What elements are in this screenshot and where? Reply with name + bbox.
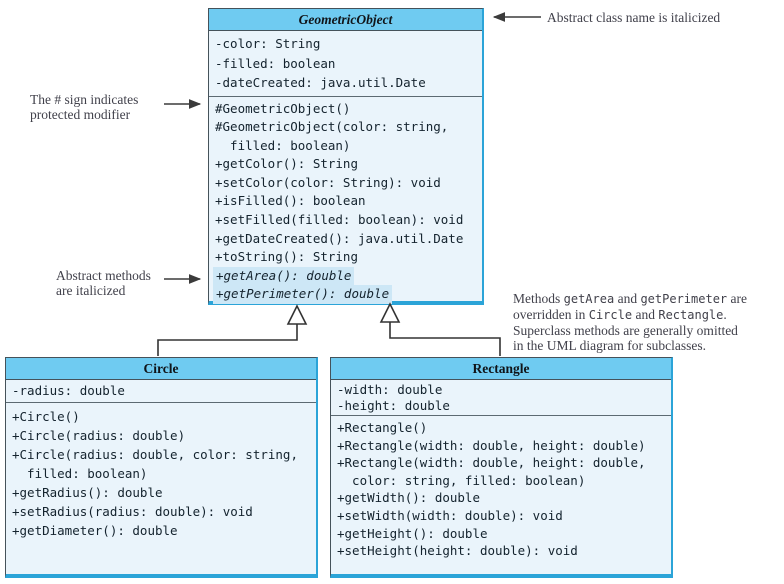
annotation-override-note: Methods getArea and getPerimeter are ove… xyxy=(513,291,784,353)
method-line: +getDiameter(): double xyxy=(12,523,178,538)
field-line: -width: double xyxy=(337,382,443,397)
field-line: -radius: double xyxy=(12,383,125,398)
annotation-protected-modifier: The # sign indicates protected modifier xyxy=(30,92,138,122)
class-title-geometricobject: GeometricObject xyxy=(209,9,482,31)
annotation-line: are italicized xyxy=(56,283,126,298)
annotation-abstract-class-name: Abstract class name is italicized xyxy=(547,10,721,25)
abstract-method-line: +getArea(): double xyxy=(213,266,355,286)
method-line: +getHeight(): double xyxy=(337,525,488,541)
method-line: +getDateCreated(): java.util.Date xyxy=(215,230,464,246)
methods-section-circle: +Circle() +Circle(radius: double) +Circl… xyxy=(6,403,316,544)
method-line: #GeometricObject() xyxy=(215,100,351,116)
class-title-rectangle: Rectangle xyxy=(331,358,671,380)
annotation-line: protected modifier xyxy=(30,107,131,122)
class-box-circle: Circle -radius: double +Circle() +Circle… xyxy=(5,357,318,578)
method-line-continuation: color: string, filled: boolean) xyxy=(337,472,586,488)
method-line-continuation: filled: boolean) xyxy=(12,466,148,481)
method-line: +Rectangle(width: double, height: double… xyxy=(337,437,646,453)
method-line: #GeometricObject(color: string, xyxy=(215,119,449,135)
abstract-method-line: +getPerimeter(): double xyxy=(213,285,393,305)
class-box-rectangle: Rectangle -width: double -height: double… xyxy=(330,357,673,578)
fields-section-rectangle: -width: double -height: double xyxy=(331,380,671,416)
method-line: +setWidth(width: double): void xyxy=(337,507,563,523)
hollow-triangle-icon xyxy=(286,304,308,325)
inheritance-connector-circle xyxy=(157,304,308,356)
method-line: +setColor(color: String): void xyxy=(215,174,441,190)
annotation-abstract-methods: Abstract methods are italicized xyxy=(56,268,151,298)
annotation-line: Methods getArea and getPerimeter are xyxy=(513,291,748,306)
annotation-line: Abstract methods xyxy=(56,268,151,283)
method-line: +setRadius(radius: double): void xyxy=(12,504,253,519)
method-line: +Circle(radius: double) xyxy=(12,428,186,443)
method-line: +setFilled(filled: boolean): void xyxy=(215,212,464,228)
fields-section-geometricobject: -color: String -filled: boolean -dateCre… xyxy=(209,31,482,97)
fields-section-circle: -radius: double xyxy=(6,380,316,403)
method-line-continuation: filled: boolean) xyxy=(215,137,351,153)
annotation-line: in the UML diagram for subclasses. xyxy=(513,338,706,353)
annotation-line: The # sign indicates xyxy=(30,92,139,107)
field-line: -color: String xyxy=(215,36,321,51)
field-line: -height: double xyxy=(337,397,450,413)
methods-section-geometricobject: #GeometricObject() #GeometricObject(colo… xyxy=(209,97,482,308)
method-line: +getColor(): String xyxy=(215,156,358,172)
method-line: +isFilled(): boolean xyxy=(215,193,366,209)
method-line: +Circle() xyxy=(12,409,80,424)
method-line: +getRadius(): double xyxy=(12,485,163,500)
field-line: -dateCreated: java.util.Date xyxy=(215,75,426,90)
field-line: -filled: boolean xyxy=(215,55,336,71)
class-box-geometricobject: GeometricObject -color: String -filled: … xyxy=(208,8,484,305)
method-line: +Rectangle(width: double, height: double… xyxy=(337,455,646,471)
methods-section-rectangle: +Rectangle() +Rectangle(width: double, h… xyxy=(331,416,671,563)
method-line: +setHeight(height: double): void xyxy=(337,543,578,559)
class-title-circle: Circle xyxy=(6,358,316,380)
inheritance-connector-rectangle xyxy=(379,302,501,356)
annotation-line: Superclass methods are generally omitted xyxy=(513,323,738,338)
method-line: +toString(): String xyxy=(215,249,358,265)
method-line: +Circle(radius: double, color: string, xyxy=(12,447,298,462)
method-line: +Rectangle() xyxy=(337,420,428,435)
annotation-line: overridden in Circle and Rectangle. xyxy=(513,307,727,322)
method-line: +getWidth(): double xyxy=(337,490,480,506)
